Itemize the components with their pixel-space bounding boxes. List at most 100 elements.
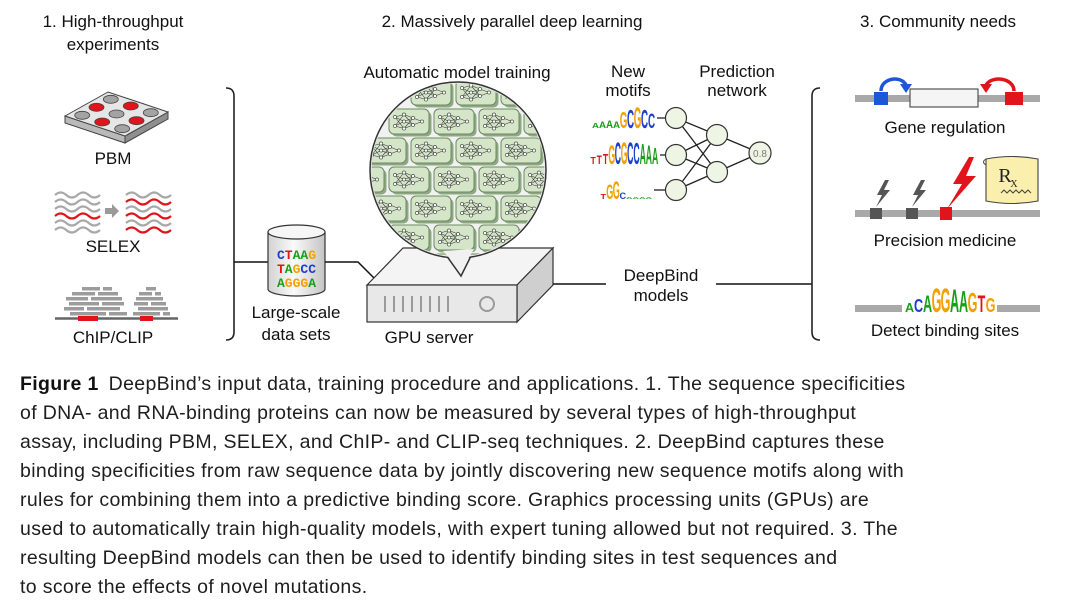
network-glyph-edge <box>416 201 427 214</box>
network-glyph-edge <box>350 173 359 176</box>
logo-letter: G <box>613 176 620 204</box>
model-tile <box>455 253 497 257</box>
section1-title-line2: experiments <box>67 35 160 54</box>
model-tile <box>455 137 499 166</box>
network-glyph-edge <box>461 87 472 100</box>
network-glyph-edge <box>529 114 540 118</box>
bubble-tail-join <box>443 249 474 271</box>
binding-peak <box>140 316 153 321</box>
network-glyph-edge <box>538 117 545 129</box>
network-glyph-node <box>487 206 491 211</box>
network-glyph-node <box>523 145 527 149</box>
logo-letter: G <box>986 294 996 317</box>
network-glyph-edge <box>394 172 405 185</box>
network-glyph-edge <box>350 184 359 187</box>
read-segment <box>91 297 122 301</box>
logo-letter: G <box>968 288 978 319</box>
network-glyph-node <box>438 231 442 235</box>
network-glyph-node <box>402 177 406 182</box>
model-tile <box>433 108 477 137</box>
read-segment <box>82 287 100 291</box>
gene-regulation-label: Gene regulation <box>885 118 1006 137</box>
network-glyph-node <box>465 235 469 240</box>
network-glyph-edge <box>538 117 545 122</box>
network-glyph-node <box>357 185 360 188</box>
network-glyph-node <box>366 174 369 177</box>
network-glyph-edge <box>448 233 459 245</box>
network-glyph-edge <box>380 146 391 158</box>
selection-arrow-icon <box>105 204 119 218</box>
network-glyph-node <box>438 240 442 244</box>
logo-letter: C <box>627 135 633 170</box>
network-glyph-edge <box>538 114 545 126</box>
nucleotide-letter: A <box>293 248 301 263</box>
network-glyph-node <box>469 199 473 204</box>
network-glyph-node <box>393 115 397 119</box>
network-glyph-edge <box>359 180 368 184</box>
selex-icon <box>54 191 172 234</box>
logo-letter: T <box>590 154 596 166</box>
logo-letter: A <box>950 284 959 320</box>
models-label-line2: models <box>634 286 689 305</box>
logo-letter: C <box>633 137 639 171</box>
section1-title-line1: 1. High-throughput <box>43 12 184 31</box>
logo-letter: A <box>592 121 600 130</box>
model-tile <box>500 83 544 108</box>
datasets-label-line1: Large-scale <box>252 303 341 322</box>
model-tile <box>455 195 499 224</box>
network-glyph-node <box>447 119 451 124</box>
pathogenic-variant-site <box>940 207 952 220</box>
nucleotide-letter: A <box>285 262 293 277</box>
network-glyph-node <box>523 210 527 214</box>
network-glyph-node <box>537 184 541 189</box>
network-glyph-node <box>424 199 428 204</box>
network-glyph-node <box>397 206 401 211</box>
network-glyph-node <box>514 199 518 204</box>
model-tile <box>478 108 522 137</box>
read-segment <box>163 312 170 316</box>
dna-strand <box>997 305 1040 312</box>
network-glyph-node <box>537 126 541 131</box>
sequence-wave-bound <box>125 198 172 206</box>
model-tile <box>410 195 454 224</box>
logo-letter: C <box>627 105 634 134</box>
network-glyph-node <box>546 123 549 126</box>
network-glyph-edge <box>359 183 368 187</box>
network-glyph-node <box>546 116 549 119</box>
network-glyph-node <box>456 116 460 120</box>
network-glyph-node <box>555 178 558 181</box>
network-glyph-node <box>501 174 505 178</box>
network-glyph-node <box>424 206 428 211</box>
network-glyph-node <box>447 177 451 182</box>
logo-letter: A <box>613 120 620 131</box>
network-glyph-edge <box>439 230 450 243</box>
network-glyph-edge <box>484 172 495 185</box>
network-glyph-node <box>501 181 505 185</box>
network-glyph-node <box>510 177 514 182</box>
network-glyph-node <box>411 116 415 120</box>
chip-clip-label: ChIP/CLIP <box>73 328 153 347</box>
network-glyph-node <box>523 87 527 91</box>
plate-well <box>102 94 119 104</box>
network-glyph-node <box>469 206 473 211</box>
prescription-scribble <box>1000 189 1032 194</box>
network-glyph-node <box>469 148 473 153</box>
network-glyph-node <box>424 141 428 146</box>
network-glyph-node <box>501 239 505 243</box>
read-segment <box>136 297 163 301</box>
read-segment <box>138 307 168 311</box>
model-tile-face <box>478 166 520 193</box>
logo-letter: A <box>905 301 914 315</box>
model-tile-face <box>388 166 430 193</box>
logo-letter: C <box>619 191 626 201</box>
motifs-label-line1: New <box>611 62 646 81</box>
network-label-line2: network <box>707 81 767 100</box>
cylinder-top <box>267 224 326 240</box>
network-glyph-node <box>523 152 527 156</box>
logo-letter: T <box>603 151 609 168</box>
network-glyph-node <box>438 115 442 119</box>
network-glyph-edge <box>484 174 495 187</box>
nucleotide-letter: C <box>300 262 308 277</box>
network-glyph-node <box>501 116 505 120</box>
